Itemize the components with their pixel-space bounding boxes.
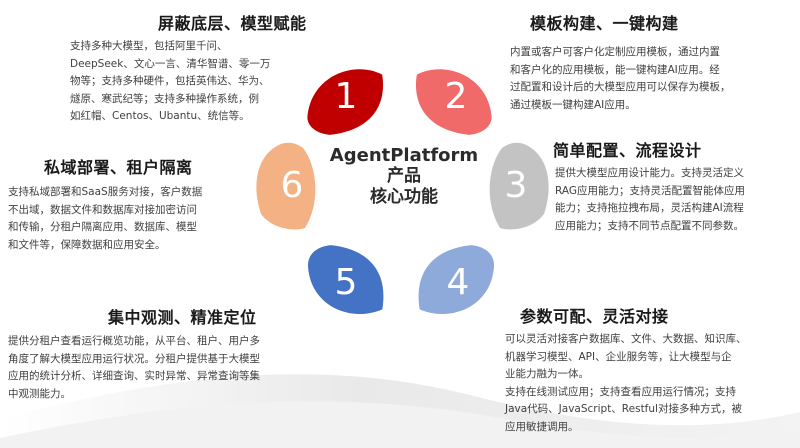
feature-1-line: 如红帽、Centos、Ubantu、统信等。 (70, 110, 250, 122)
feature-1-description: 支持多种大模型，包括阿里千问、 DeepSeek、文心一言、清华智谱、零一万 物… (70, 38, 302, 126)
petal-1 (307, 69, 384, 135)
feature-5-line: 中观测能力。 (8, 387, 71, 400)
feature-3-line: 能力；支持拖拉拽布局，灵活构建AI流程 (555, 202, 744, 214)
feature-3-line: 应用能力；支持不同节点配置不同参数。 (555, 219, 744, 232)
petal-5 (307, 245, 384, 314)
center-title-line3: 核心功能 (370, 187, 438, 207)
feature-1-line: 支持多种大模型，包括阿里千问、 (70, 40, 228, 52)
center-title-line1: AgentPlatform (329, 145, 479, 166)
feature-3-line: 提供大模型应用设计能力。支持灵活定义 (555, 167, 744, 179)
feature-4-line: 可以灵活对接客户数据库、文件、大数据、知识库、 (505, 333, 747, 345)
feature-3-description: 提供大模型应用设计能力。支持灵活定义 RAG应用能力；支持灵活配置智能体应用 能… (555, 165, 785, 235)
petal-4 (418, 245, 495, 314)
petal-number-3: 3 (504, 165, 528, 206)
petal-number-2: 2 (444, 76, 468, 117)
feature-6-line: 支持私域部署和SaaS服务对接，客户数据 (8, 186, 203, 198)
petal-number-5: 5 (334, 262, 358, 303)
feature-2-line: 过配置和设计后的大模型应用可以保存为模板， (510, 81, 731, 93)
feature-6-line: 和文件等，保障数据和应用安全。 (8, 238, 166, 251)
feature-6-description: 支持私域部署和SaaS服务对接，客户数据 不出域，数据文件和数据库对接加密访问 … (8, 184, 246, 254)
feature-1-title: 屏蔽底层、模型赋能 (158, 14, 307, 33)
feature-5-description: 提供分租户查看运行概览功能，从平台、租户、用户多 角度了解大模型应用运行状况。分… (8, 333, 308, 403)
feature-6-line: 不出域，数据文件和数据库对接加密访问 (8, 203, 197, 216)
feature-2-title: 模板构建、一键构建 (530, 14, 679, 33)
petal-number-1: 1 (334, 76, 358, 117)
feature-4-line: 应用敏捷调用。 (505, 420, 579, 433)
feature-1-line: 燧原、寒武纪等；支持多种操作系统，例 (70, 92, 259, 105)
feature-4-line: 支持在线测试应用；支持查看应用运行情况；支持 (505, 385, 736, 398)
feature-1-line: 物等；支持多种硬件，包括英伟达、华为、 (70, 75, 270, 87)
feature-4-description: 可以灵活对接客户数据库、文件、大数据、知识库、 机器学习模型、API、企业服务等… (505, 331, 795, 436)
center-title-line2: 产品 (387, 166, 421, 186)
feature-3-title: 简单配置、流程设计 (553, 141, 702, 160)
petal-number-6: 6 (280, 165, 304, 206)
feature-6-line: 和传输，分租户隔离应用、数据库、模型 (8, 221, 197, 233)
feature-1-line: DeepSeek、文心一言、清华智谱、零一万 (70, 57, 271, 70)
feature-2-line: 内置或客户可客户化定制应用模板，通过内置 (510, 46, 720, 58)
feature-5-line: 应用的统计分析、详细查询、实时异常、异常查询等集 (8, 370, 260, 382)
feature-4-line: 业能力融为一体。 (505, 368, 589, 380)
feature-2-line: 通过模板一键构建AI应用。 (510, 98, 636, 111)
petal-6 (256, 142, 316, 230)
petal-2 (415, 69, 492, 135)
feature-2-line: 和客户化的应用模板，能一键构建AI应用。经 (510, 63, 720, 76)
feature-5-line: 提供分租户查看运行概览功能，从平台、租户、用户多 (8, 335, 260, 347)
feature-5-line: 角度了解大模型应用运行状况。分租户提供基于大模型 (8, 352, 260, 365)
center-title: AgentPlatform 产品 核心功能 (322, 145, 486, 208)
feature-4-title: 参数可配、灵活对接 (520, 307, 669, 326)
feature-2-description: 内置或客户可客户化定制应用模板，通过内置 和客户化的应用模板，能一键构建AI应用… (510, 44, 772, 114)
petal-3 (489, 142, 549, 230)
petal-number-4: 4 (446, 262, 470, 303)
feature-6-title: 私域部署、租户隔离 (44, 158, 193, 177)
feature-4-line: Java代码、JavaScript、Restful对接多种方式，被 (505, 403, 742, 415)
feature-5-title: 集中观测、精准定位 (108, 308, 257, 327)
feature-4-line: 机器学习模型、API、企业服务等，让大模型与企 (505, 350, 732, 363)
feature-3-line: RAG应用能力；支持灵活配置智能体应用 (555, 184, 746, 197)
